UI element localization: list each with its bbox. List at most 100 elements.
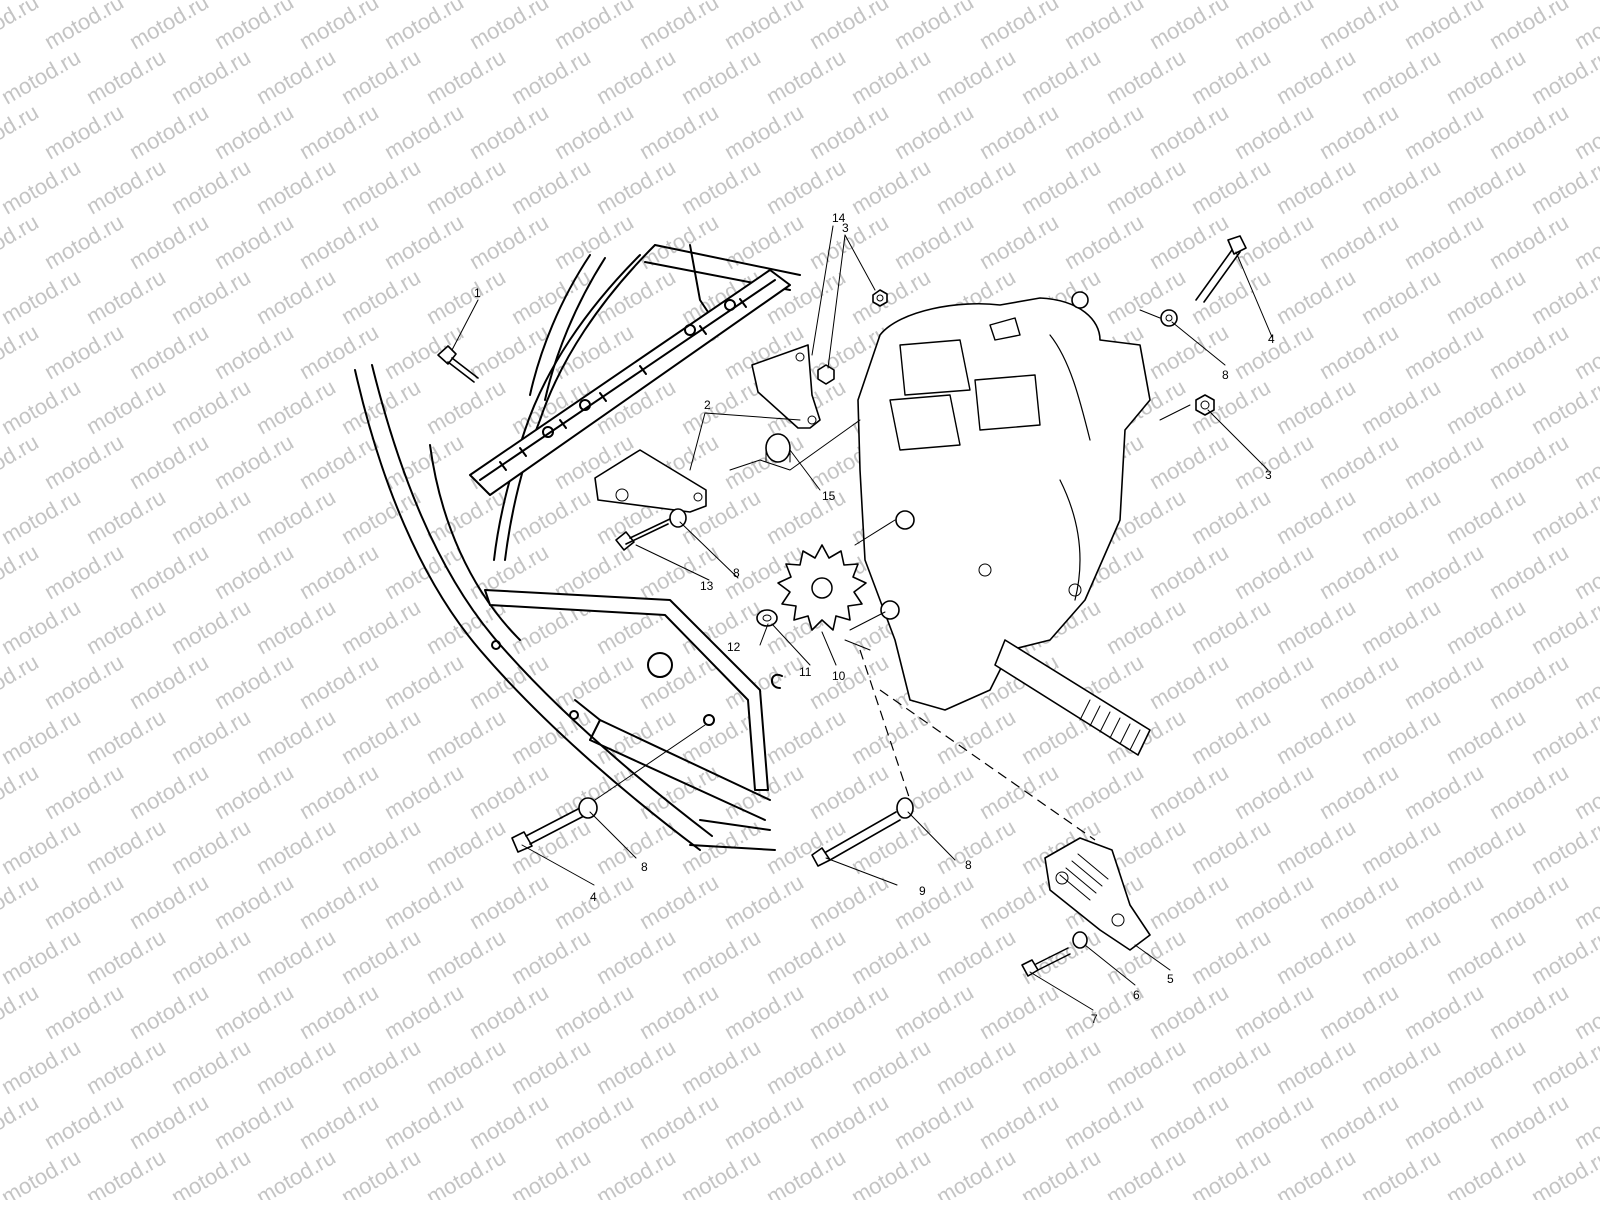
watermark-text: motod.ru: [550, 1089, 638, 1154]
watermark-text: motod.ru: [40, 649, 128, 714]
watermark-text: motod.ru: [1145, 649, 1233, 714]
watermark-text: motod.ru: [1442, 374, 1530, 439]
watermark-text: motod.ru: [592, 264, 680, 329]
watermark-text: motod.ru: [252, 814, 340, 879]
watermark-text: motod.ru: [82, 374, 170, 439]
watermark-text: motod.ru: [252, 594, 340, 659]
watermark-text: motod.ru: [1400, 429, 1488, 494]
watermark-text: motod.ru: [82, 484, 170, 549]
drive-sprocket: [777, 544, 867, 631]
watermark-text: motod.ru: [252, 924, 340, 989]
watermark-text: motod.ru: [1400, 869, 1488, 934]
watermark-text: motod.ru: [295, 99, 383, 164]
watermark-text: motod.ru: [592, 924, 680, 989]
watermark-text: motod.ru: [1570, 539, 1600, 604]
watermark-text: motod.ru: [1442, 594, 1530, 659]
watermark-text: motod.ru: [932, 924, 1020, 989]
watermark-text: motod.ru: [295, 979, 383, 1044]
watermark-text: motod.ru: [0, 1144, 85, 1200]
watermark-text: motod.ru: [1272, 1034, 1360, 1099]
watermark-text: motod.ru: [210, 429, 298, 494]
watermark-text: motod.ru: [1315, 869, 1403, 934]
watermark-text: motod.ru: [1230, 429, 1318, 494]
watermark-text: motod.ru: [1145, 539, 1233, 604]
watermark-text: motod.ru: [1060, 209, 1148, 274]
watermark-text: motod.ru: [932, 814, 1020, 879]
watermark-text: motod.ru: [1145, 759, 1233, 824]
watermark-text: motod.ru: [0, 649, 43, 714]
watermark-text: motod.ru: [465, 1089, 553, 1154]
watermark-text: motod.ru: [125, 649, 213, 714]
watermark-text: motod.ru: [1230, 869, 1318, 934]
watermark-text: motod.ru: [210, 539, 298, 604]
watermark-text: motod.ru: [932, 154, 1020, 219]
watermark-text: motod.ru: [125, 209, 213, 274]
watermark-text: motod.ru: [1527, 484, 1600, 549]
watermark-text: motod.ru: [720, 869, 808, 934]
watermark-text: motod.ru: [1357, 154, 1445, 219]
watermark-text: motod.ru: [1315, 209, 1403, 274]
watermark-text: motod.ru: [677, 44, 765, 109]
watermark-text: motod.ru: [0, 209, 43, 274]
watermark-text: motod.ru: [890, 869, 978, 934]
watermark-text: motod.ru: [1570, 209, 1600, 274]
spacer-15: [765, 433, 791, 463]
watermark-text: motod.ru: [422, 814, 510, 879]
watermark-text: motod.ru: [1315, 1089, 1403, 1154]
watermark-text: motod.ru: [720, 209, 808, 274]
washer-6: [1072, 931, 1088, 949]
watermark-text: motod.ru: [1527, 1034, 1600, 1099]
watermark-text: motod.ru: [465, 99, 553, 164]
callout-6: 6: [1133, 988, 1140, 1002]
watermark-text: motod.ru: [847, 1034, 935, 1099]
watermark-text: motod.ru: [1357, 1144, 1445, 1200]
watermark-text: motod.ru: [1400, 0, 1488, 54]
watermark-text: motod.ru: [1187, 154, 1275, 219]
watermark-text: motod.ru: [337, 1034, 425, 1099]
watermark-text: motod.ru: [422, 924, 510, 989]
watermark-text: motod.ru: [592, 154, 680, 219]
watermark-text: motod.ru: [720, 979, 808, 1044]
watermark-text: motod.ru: [1060, 759, 1148, 824]
watermark-text: motod.ru: [1187, 44, 1275, 109]
watermark-text: motod.ru: [1102, 154, 1190, 219]
watermark-text: motod.ru: [932, 44, 1020, 109]
watermark-text: motod.ru: [125, 1089, 213, 1154]
watermark-text: motod.ru: [1570, 429, 1600, 494]
watermark-text: motod.ru: [422, 1144, 510, 1200]
watermark-text: motod.ru: [677, 1144, 765, 1200]
watermark-text: motod.ru: [507, 704, 595, 769]
watermark-text: motod.ru: [1527, 704, 1600, 769]
watermark-text: motod.ru: [847, 924, 935, 989]
watermark-text: motod.ru: [167, 1144, 255, 1200]
watermark-text: motod.ru: [1442, 264, 1530, 329]
watermark-text: motod.ru: [762, 704, 850, 769]
assembly-lines: [594, 309, 1191, 841]
watermark-text: motod.ru: [210, 0, 298, 54]
watermark-text: motod.ru: [422, 154, 510, 219]
watermark-text: motod.ru: [465, 869, 553, 934]
callout-3-upper: 3: [842, 221, 849, 235]
watermark-text: motod.ru: [507, 44, 595, 109]
watermark-text: motod.ru: [1060, 99, 1148, 164]
watermark-text: motod.ru: [1230, 649, 1318, 714]
watermark-text: motod.ru: [82, 264, 170, 329]
watermark-text: motod.ru: [1400, 539, 1488, 604]
watermark-text: motod.ru: [422, 374, 510, 439]
watermark-text: motod.ru: [422, 704, 510, 769]
watermark-text: motod.ru: [1017, 44, 1105, 109]
watermark-text: motod.ru: [1145, 319, 1233, 384]
watermark-text: motod.ru: [252, 264, 340, 329]
washer-8-upper: [1160, 309, 1178, 327]
watermark-text: motod.ru: [1527, 44, 1600, 109]
watermark-text: motod.ru: [847, 814, 935, 879]
frame: [354, 244, 801, 851]
watermark-text: motod.ru: [1442, 484, 1530, 549]
watermark-text: motod.ru: [720, 0, 808, 54]
watermark-text: motod.ru: [295, 649, 383, 714]
callout-labels: 1 2 3 3 4 4 5 6 7 8 8 8 8 9 10 11 12 13 …: [474, 211, 1275, 1026]
watermark-text: motod.ru: [0, 759, 43, 824]
watermark-text: motod.ru: [167, 264, 255, 329]
watermark-text: motod.ru: [1442, 704, 1530, 769]
